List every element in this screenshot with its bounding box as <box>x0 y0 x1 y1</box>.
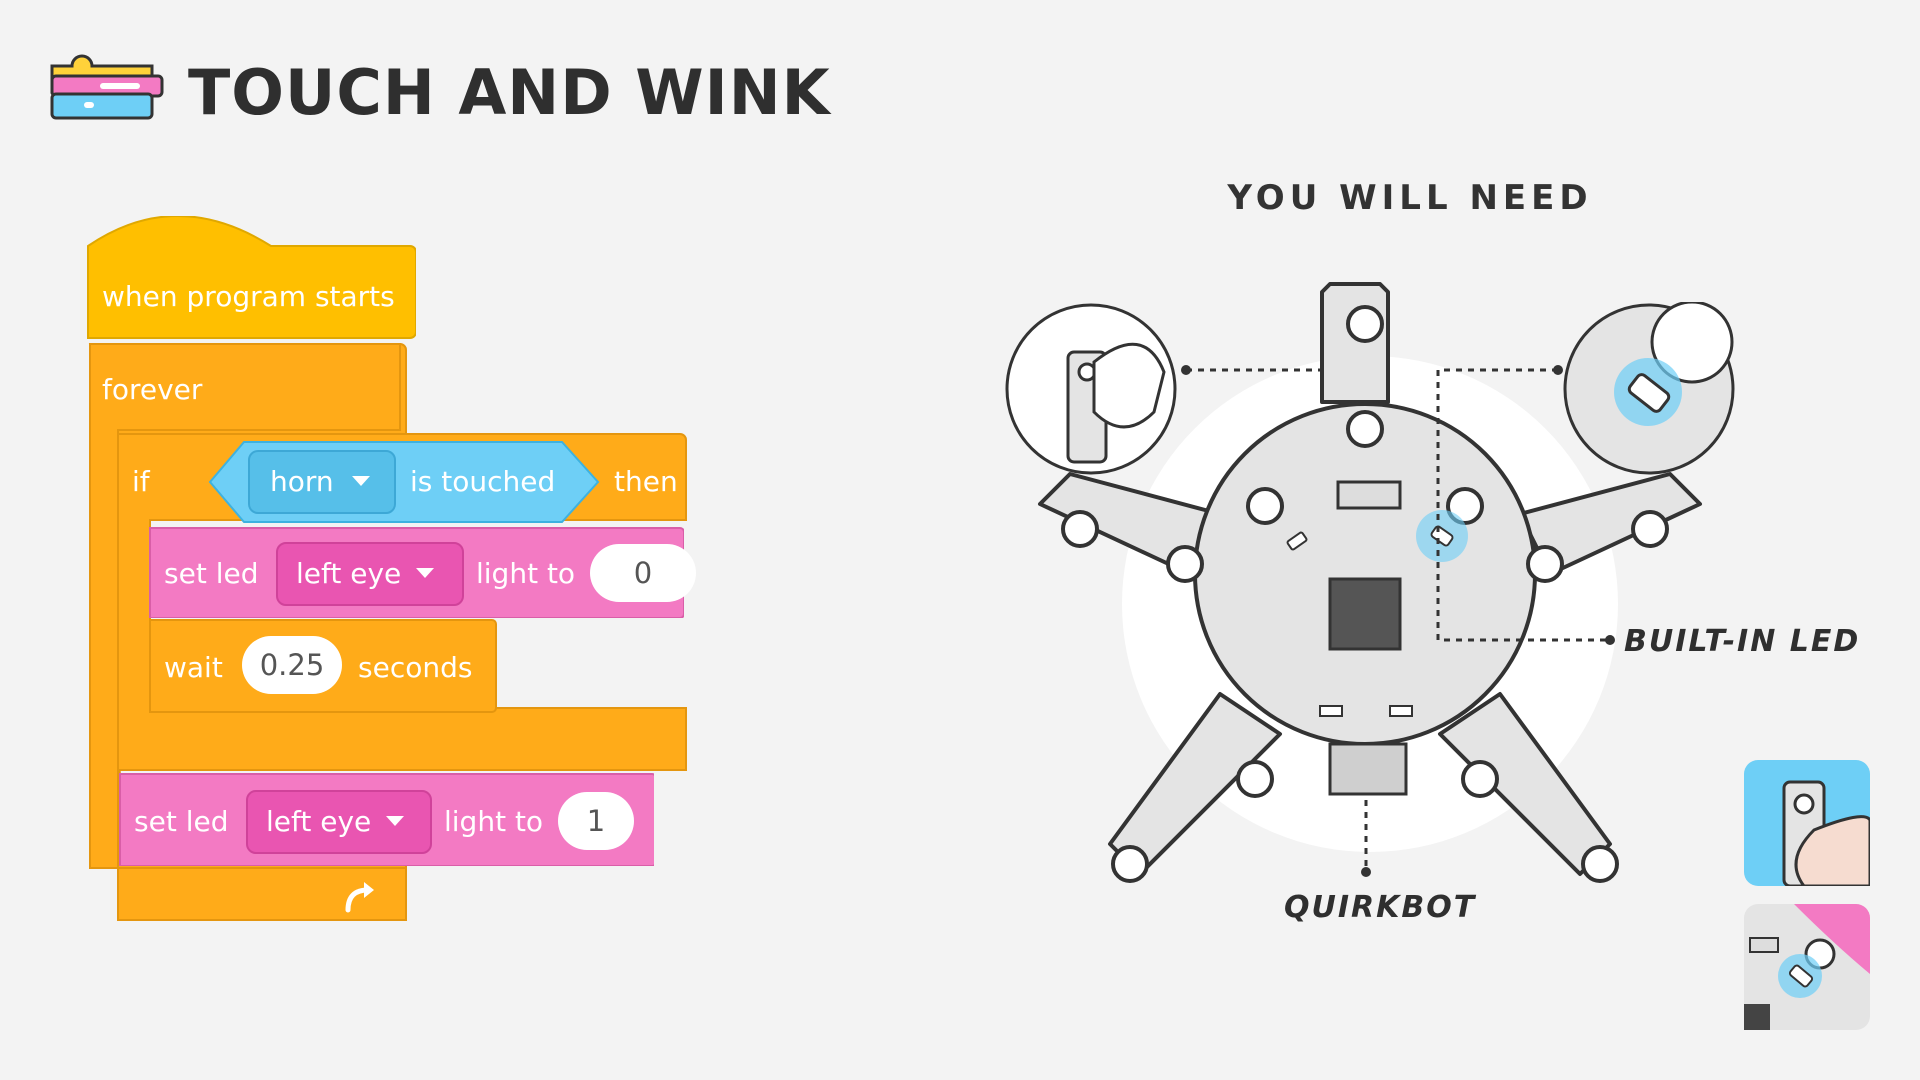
led-dropdown-2-value: left eye <box>266 805 372 838</box>
hat-block-label: when program starts <box>102 280 395 313</box>
touch-thumbnail[interactable] <box>1744 760 1870 886</box>
seconds-label: seconds <box>358 651 473 684</box>
if-label: if <box>132 465 150 498</box>
page-title: TOUCH AND WINK <box>188 56 831 129</box>
light-to-label-2: light to <box>444 805 544 838</box>
callout-lines <box>1181 365 1615 877</box>
light-value-input-1[interactable]: 0 <box>590 544 696 602</box>
quirkbot-label: QUIRKBOT <box>1284 890 1477 925</box>
set-led-1-label: set led <box>164 557 259 590</box>
hat-block[interactable] <box>86 216 416 346</box>
led-dropdown-2[interactable] <box>246 790 432 854</box>
touch-zoom-image <box>1005 303 1177 475</box>
light-value-input-2[interactable]: 1 <box>558 792 634 850</box>
wait-value-input[interactable]: 0.25 <box>242 636 342 694</box>
is-touched-label: is touched <box>410 465 556 498</box>
led-zoom-image <box>1563 302 1735 475</box>
sensor-dropdown-value: horn <box>270 465 334 498</box>
led-dropdown-1[interactable] <box>276 542 464 606</box>
wait-label: wait <box>164 651 223 684</box>
builtin-led-label: BUILT-IN LED <box>1624 624 1861 659</box>
then-label: then <box>614 465 678 498</box>
led-dropdown-1-value: left eye <box>296 557 402 590</box>
chevron-down-icon <box>416 568 434 578</box>
led-thumbnail[interactable] <box>1744 904 1870 1030</box>
light-to-label-1: light to <box>476 557 576 590</box>
chevron-down-icon <box>352 476 370 486</box>
chevron-down-icon <box>386 816 404 826</box>
set-led-2-label: set led <box>134 805 229 838</box>
sensor-dropdown[interactable] <box>248 450 396 514</box>
forever-label: forever <box>102 373 203 406</box>
blocks-logo-icon <box>50 54 164 120</box>
you-will-need-title: YOU WILL NEED <box>1227 178 1593 218</box>
loop-arrow-icon <box>345 882 374 913</box>
quirkbot-board-image <box>1038 282 1702 883</box>
